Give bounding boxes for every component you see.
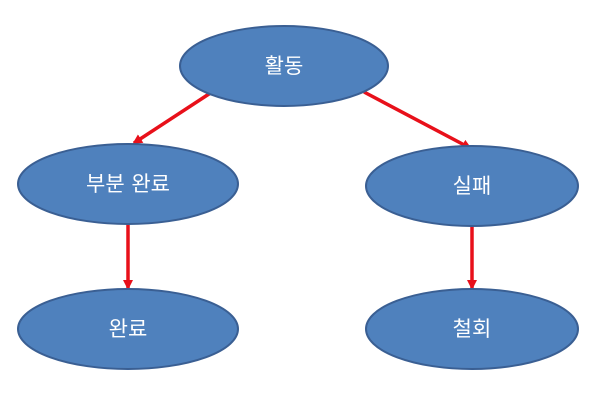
node-failure: 실패 (365, 145, 579, 227)
node-partial: 부분 완료 (17, 143, 239, 225)
node-activity: 활동 (179, 25, 389, 107)
node-complete-shape (17, 288, 239, 370)
node-partial-shape (17, 143, 239, 225)
node-activity-label: 활동 (265, 54, 304, 78)
node-withdrawal-shape (365, 288, 579, 370)
node-failure-shape (365, 145, 579, 227)
arrow-activity-to-partial (132, 90, 213, 145)
node-failure-label: 실패 (453, 174, 492, 198)
node-withdrawal: 철회 (365, 288, 579, 370)
node-partial-label: 부분 완료 (86, 172, 170, 196)
arrow-activity-to-failure (363, 90, 472, 150)
edges (123, 90, 477, 290)
node-complete: 완료 (17, 288, 239, 370)
node-activity-shape (179, 25, 389, 107)
node-complete-label: 완료 (109, 317, 148, 341)
node-withdrawal-label: 철회 (453, 317, 492, 341)
